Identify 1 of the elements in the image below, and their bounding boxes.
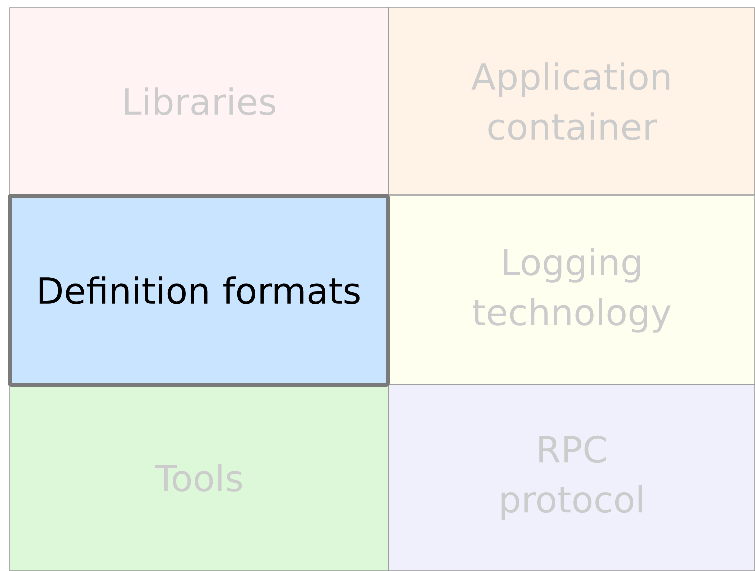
category-box: Definition formats [8,194,390,387]
